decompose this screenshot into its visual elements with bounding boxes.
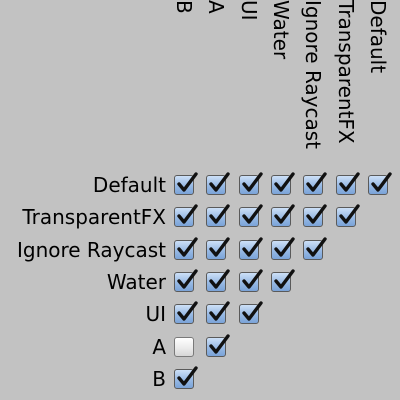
collision-checkbox-b-b[interactable] (174, 366, 198, 389)
checkmark-icon (209, 269, 230, 289)
checkmark-icon (209, 236, 230, 257)
collision-checkbox-transparentfx-b[interactable] (174, 204, 198, 228)
collision-checkbox-default-b[interactable] (174, 172, 198, 195)
column-label-transparentfx: TransparentFX (333, 0, 358, 144)
checkmark-icon (241, 204, 263, 224)
checkmark-icon (338, 204, 360, 224)
collision-checkbox-ui-ui[interactable] (238, 301, 263, 325)
checkmark-icon (177, 366, 198, 386)
row-label-transparentfx: TransparentFX (22, 205, 166, 230)
checkmark-icon (306, 172, 327, 192)
checkmark-icon (209, 333, 230, 354)
collision-checkbox-a-b[interactable] (174, 336, 194, 357)
collision-checkbox-water-ui[interactable] (238, 269, 263, 292)
column-label-ignore-raycast: Ignore Raycast (301, 0, 326, 150)
collision-checkbox-default-ui[interactable] (238, 172, 263, 195)
checkmark-icon (209, 301, 230, 321)
collision-checkbox-water-a[interactable] (206, 269, 230, 292)
collision-checkbox-default-ignore-raycast[interactable] (303, 172, 327, 195)
checkmark-icon (274, 204, 295, 224)
checkmark-icon (177, 301, 198, 321)
collision-checkbox-ui-b[interactable] (174, 301, 198, 325)
checkmark-icon (241, 236, 263, 257)
collision-checkbox-transparentfx-ignore-raycast[interactable] (303, 204, 327, 228)
checkmark-icon (177, 172, 198, 192)
checkmark-icon (241, 269, 263, 289)
row-label-ui: UI (145, 302, 166, 327)
collision-checkbox-transparentfx-water[interactable] (270, 204, 295, 228)
row-label-b: B (152, 366, 166, 391)
checkmark-icon (306, 204, 327, 224)
checkmark-icon (177, 204, 198, 224)
collision-checkbox-ignore-raycast-water[interactable] (270, 236, 295, 260)
collision-checkbox-a-a[interactable] (206, 333, 230, 357)
collision-checkbox-default-a[interactable] (206, 172, 230, 195)
column-label-a: A (204, 0, 229, 14)
row-label-water: Water (106, 269, 166, 294)
collision-checkbox-ignore-raycast-ignore-raycast[interactable] (303, 236, 327, 260)
collision-checkbox-transparentfx-transparentfx[interactable] (335, 204, 360, 228)
checkmark-icon (209, 204, 230, 224)
checkmark-icon (306, 236, 327, 257)
column-label-default: Default (365, 0, 390, 74)
collision-checkbox-ui-a[interactable] (206, 301, 230, 325)
collision-checkbox-water-b[interactable] (174, 269, 198, 292)
collision-checkbox-default-water[interactable] (270, 172, 295, 195)
row-label-ignore-raycast: Ignore Raycast (16, 237, 166, 262)
checkmark-icon (177, 236, 198, 257)
checkmark-icon (177, 269, 198, 289)
collision-checkbox-water-water[interactable] (270, 269, 295, 292)
column-label-b: B (172, 0, 196, 14)
collision-checkbox-ignore-raycast-b[interactable] (174, 236, 198, 260)
checkmark-icon (371, 172, 392, 192)
checkmark-icon (274, 269, 295, 289)
column-label-water: Water (268, 0, 293, 60)
collision-checkbox-ignore-raycast-a[interactable] (206, 236, 230, 260)
checkmark-icon (241, 172, 263, 192)
collision-checkbox-transparentfx-a[interactable] (206, 204, 230, 228)
row-label-default: Default (92, 173, 166, 197)
checkmark-icon (274, 236, 295, 257)
checkmark-icon (274, 172, 295, 192)
collision-checkbox-default-transparentfx[interactable] (335, 172, 360, 195)
column-label-ui: UI (236, 0, 261, 21)
checkmark-icon (241, 301, 263, 321)
row-label-a: A (152, 334, 166, 359)
checkmark-icon (338, 172, 360, 192)
collision-checkbox-default-default[interactable] (367, 172, 392, 195)
collision-checkbox-ignore-raycast-ui[interactable] (238, 236, 263, 260)
checkmark-icon (209, 172, 230, 192)
collision-checkbox-transparentfx-ui[interactable] (238, 204, 263, 228)
